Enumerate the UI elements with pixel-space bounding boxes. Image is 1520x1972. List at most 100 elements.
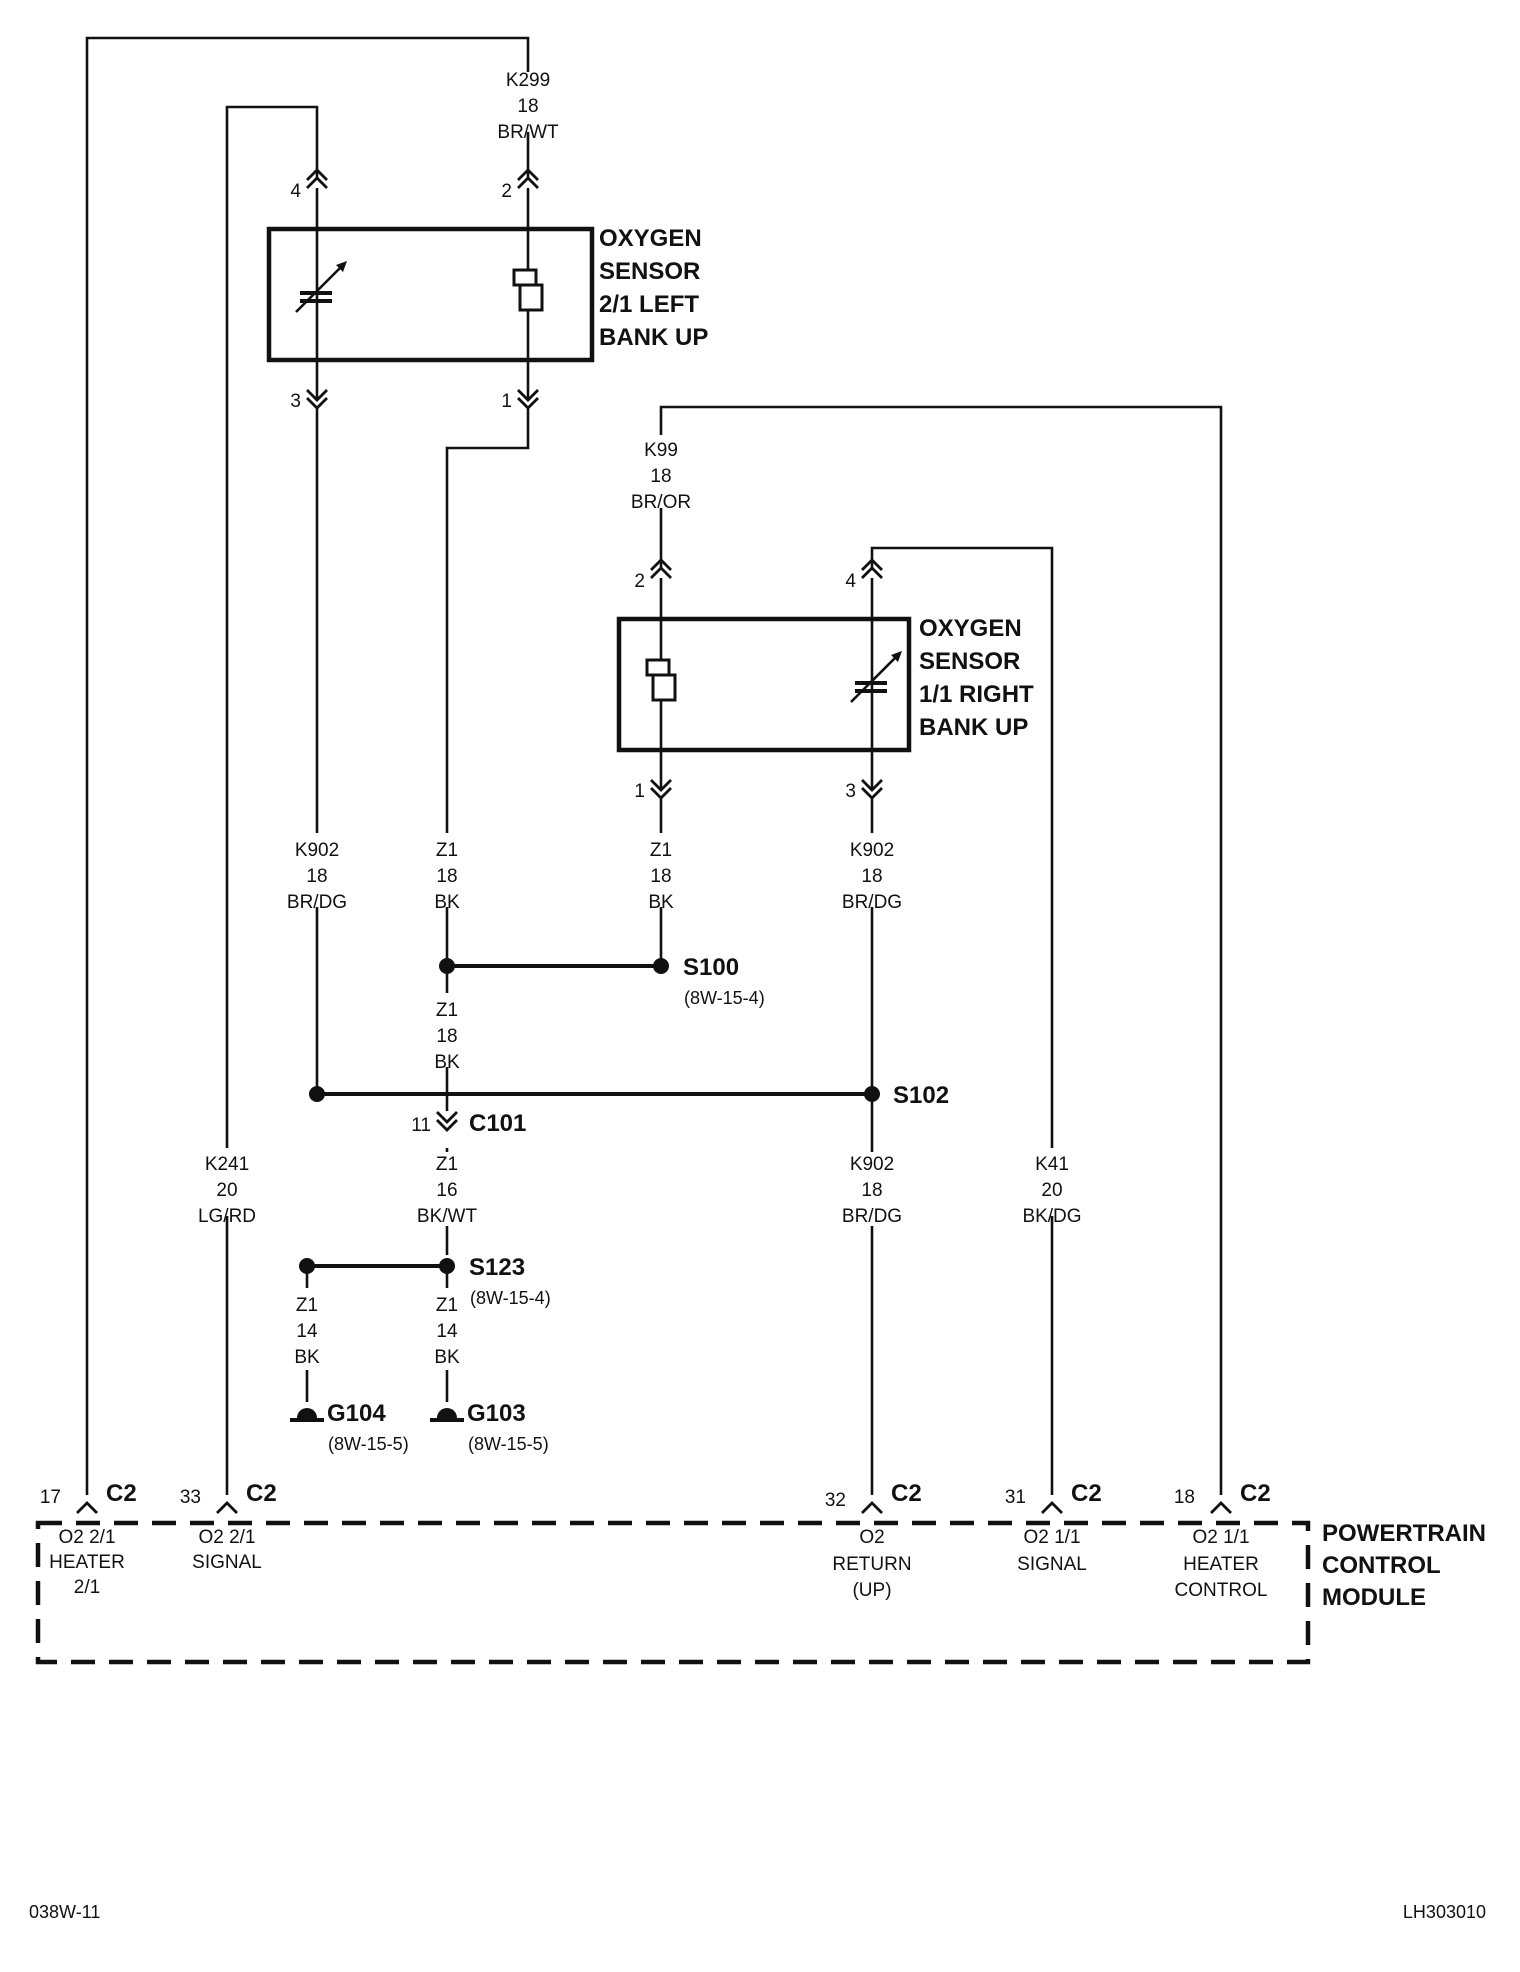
label-k902-pcm: K902 18 BR/DG: [842, 1154, 902, 1227]
right-sensor-title-3: 1/1 RIGHT: [919, 681, 1034, 708]
svg-text:K902: K902: [850, 1154, 894, 1175]
pcm-terminal-pin-18: 18: [1174, 1487, 1195, 1508]
chevron-down-icon: [306, 389, 328, 410]
svg-text:BR/OR: BR/OR: [631, 492, 691, 513]
wire-k241-upper: [225, 105, 319, 1148]
wire-labels: K299 18 BR/WT K99 18 BR/OR K902 18 BR/DG…: [198, 70, 1082, 1368]
chevron-down-icon: [650, 779, 672, 800]
pcm-terminal-caret-32: [861, 1501, 883, 1514]
pin-numbers: 4 2 3 1 2 4 1 3: [290, 181, 856, 802]
pcm-terminal-label-17-2: HEATER: [49, 1552, 125, 1573]
svg-text:K299: K299: [506, 70, 550, 91]
left-sensor-pin-1: 1: [501, 391, 512, 412]
svg-text:K902: K902: [850, 840, 894, 861]
left-sensor-title-3: 2/1 LEFT: [599, 291, 699, 318]
svg-text:Z1: Z1: [650, 840, 672, 861]
right-sensor-pin-2: 2: [634, 571, 645, 592]
heater-element-icon: [645, 658, 677, 702]
ground-g103-name: G103: [467, 1400, 526, 1427]
splice-s123-ref: (8W-15-4): [470, 1288, 551, 1308]
svg-text:18: 18: [436, 866, 457, 887]
svg-text:BR/DG: BR/DG: [842, 1206, 902, 1227]
chevron-down-icon: [517, 389, 539, 410]
pcm-terminal-label-17-3: 2/1: [74, 1577, 100, 1598]
svg-text:BK: BK: [294, 1347, 320, 1368]
label-z1-left: Z1 18 BK: [434, 840, 460, 913]
svg-text:18: 18: [436, 1026, 457, 1047]
svg-text:Z1: Z1: [436, 840, 458, 861]
label-z1-g104: Z1 14 BK: [294, 1295, 320, 1368]
left-sensor-pin-4: 4: [290, 181, 301, 202]
chevron-down-icon: [861, 779, 883, 800]
pcm-terminal-label-18-2: HEATER: [1183, 1554, 1259, 1575]
svg-text:BK: BK: [434, 892, 460, 913]
svg-text:18: 18: [650, 866, 671, 887]
svg-text:18: 18: [306, 866, 327, 887]
svg-text:18: 18: [650, 466, 671, 487]
right-oxygen-sensor: OXYGEN SENSOR 1/1 RIGHT BANK UP: [616, 615, 1034, 753]
label-z1-g103: Z1 14 BK: [434, 1295, 460, 1368]
pcm-terminal-caret-18: [1210, 1501, 1232, 1514]
label-k41: K41 20 BK/DG: [1022, 1154, 1081, 1227]
pcm-terminal-caret-31: [1041, 1501, 1063, 1514]
grounds: G104 (8W-15-5) G103 (8W-15-5): [290, 1400, 549, 1454]
left-sensor-title-4: BANK UP: [599, 324, 708, 351]
pcm-terminal-conn-18: C2: [1240, 1480, 1271, 1507]
ground-g104-icon: [290, 1408, 324, 1422]
svg-text:BK: BK: [648, 892, 674, 913]
svg-text:BK/WT: BK/WT: [417, 1206, 478, 1227]
pcm-title-2: CONTROL: [1322, 1552, 1441, 1579]
label-z1-right: Z1 18 BK: [648, 840, 674, 913]
svg-text:20: 20: [216, 1180, 237, 1201]
pcm-terminal-label-18-3: CONTROL: [1175, 1580, 1268, 1601]
footer-left-code: 038W-11: [29, 1902, 100, 1922]
pcm-terminal-conn-17: C2: [106, 1480, 137, 1507]
wire-z1-left: [445, 406, 530, 833]
label-k902-right: K902 18 BR/DG: [842, 840, 902, 913]
connector-c101-pin: 11: [411, 1115, 431, 1136]
pcm-terminal-caret-17: [76, 1501, 98, 1514]
wire-k299: [85, 36, 530, 1495]
connector-c101-name: C101: [469, 1110, 526, 1137]
left-sensor-title-1: OXYGEN: [599, 225, 702, 252]
pcm-terminal-pin-17: 17: [40, 1487, 61, 1508]
splice-s123-dot: [439, 1258, 455, 1274]
svg-text:Z1: Z1: [436, 1295, 458, 1316]
wires: [85, 36, 1223, 1495]
pcm-terminal-label-32-1: O2: [859, 1527, 884, 1548]
label-k902-left: K902 18 BR/DG: [287, 840, 347, 913]
svg-text:BR/WT: BR/WT: [497, 122, 559, 143]
label-k241: K241 20 LG/RD: [198, 1154, 256, 1227]
svg-text:K99: K99: [644, 440, 678, 461]
svg-text:20: 20: [1041, 1180, 1062, 1201]
heater-element-icon: [512, 268, 544, 312]
variable-capacitor-icon: [850, 651, 902, 703]
pcm-terminal-pin-32: 32: [825, 1490, 846, 1511]
right-sensor-pin-1: 1: [634, 781, 645, 802]
powertrain-control-module: POWERTRAIN CONTROL MODULE 17 C2 O2 2/1 H…: [35, 1480, 1486, 1665]
splice-s123-name: S123: [469, 1254, 525, 1281]
left-sensor-title-2: SENSOR: [599, 258, 700, 285]
pcm-terminal-label-33-2: SIGNAL: [192, 1552, 262, 1573]
pcm-title-1: POWERTRAIN: [1322, 1520, 1486, 1547]
variable-capacitor-icon: [295, 261, 347, 313]
pcm-terminal-label-31-2: SIGNAL: [1017, 1554, 1087, 1575]
splice-s100-ref: (8W-15-4): [684, 988, 765, 1008]
chevron-up-icon: [517, 168, 539, 189]
splice-s123-left-dot: [299, 1258, 315, 1274]
svg-text:18: 18: [861, 1180, 882, 1201]
right-sensor-title-2: SENSOR: [919, 648, 1020, 675]
pcm-terminal-label-31-1: O2 1/1: [1023, 1527, 1080, 1548]
left-oxygen-sensor: OXYGEN SENSOR 2/1 LEFT BANK UP: [266, 225, 708, 363]
svg-text:14: 14: [296, 1321, 318, 1342]
svg-text:BR/DG: BR/DG: [287, 892, 347, 913]
pcm-terminal-label-32-2: RETURN: [832, 1554, 911, 1575]
pcm-terminal-caret-33: [216, 1501, 238, 1514]
svg-text:BK: BK: [434, 1052, 460, 1073]
pcm-title-3: MODULE: [1322, 1584, 1426, 1611]
ground-g104-ref: (8W-15-5): [328, 1434, 409, 1454]
chevron-up-icon: [650, 558, 672, 579]
svg-text:K902: K902: [295, 840, 339, 861]
svg-text:BR/DG: BR/DG: [842, 892, 902, 913]
